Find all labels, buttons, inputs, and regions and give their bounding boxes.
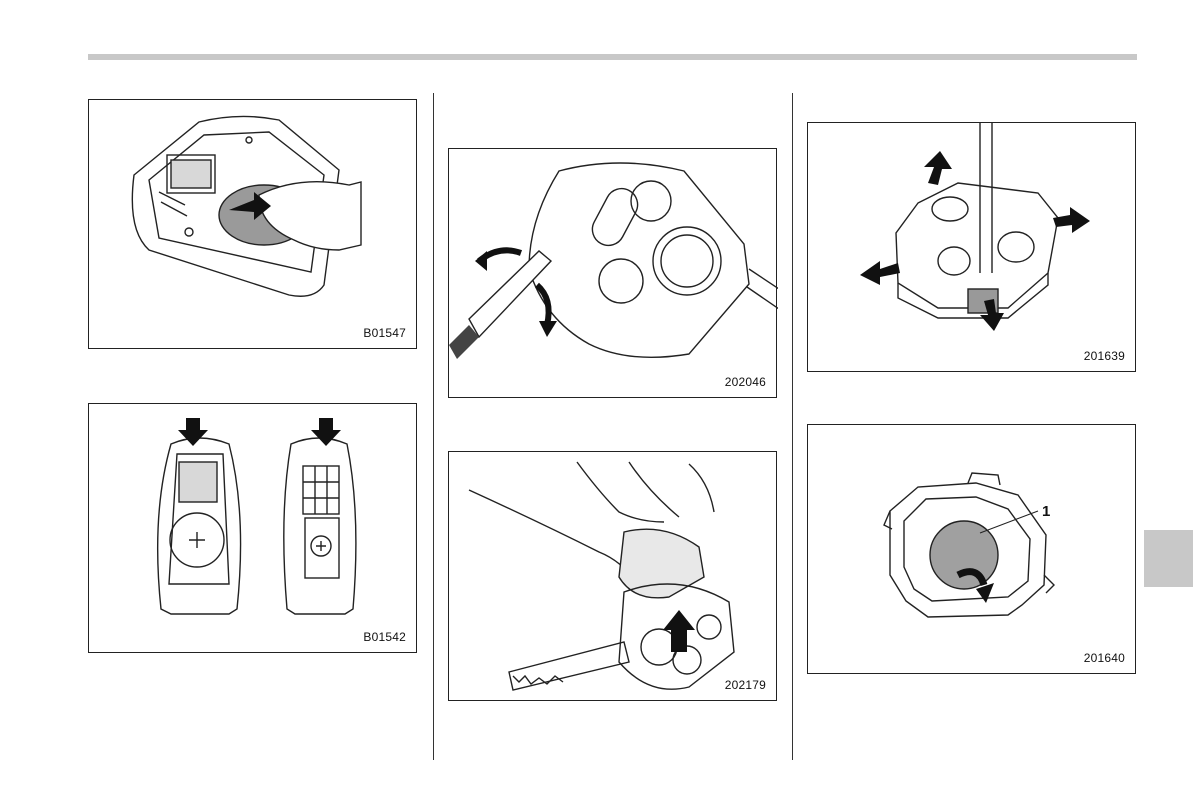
figure-coin-battery-removal: 1 201640 <box>807 424 1136 674</box>
figure-keyless-case-halves: B01542 <box>88 403 417 653</box>
keyless-fob-open-illustration <box>89 100 418 350</box>
figure-button-panel-release: 201639 <box>807 122 1136 372</box>
figure-code: 202179 <box>725 678 766 692</box>
key-head-screwdriver-illustration <box>449 149 778 399</box>
column-divider-left <box>433 93 434 760</box>
key-cover-lift-illustration <box>449 452 778 702</box>
figure-code: B01547 <box>363 326 406 340</box>
figure-code: B01542 <box>363 630 406 644</box>
button-panel-release-illustration <box>808 123 1137 373</box>
figure-code: 202046 <box>725 375 766 389</box>
callout-number: 1 <box>1042 503 1050 520</box>
keyless-case-halves-illustration <box>89 404 418 654</box>
figure-code: 201639 <box>1084 349 1125 363</box>
column-divider-right <box>792 93 793 760</box>
figure-keyless-battery-removal: B01547 <box>88 99 417 349</box>
chapter-tab <box>1144 530 1193 587</box>
coin-battery-holder-illustration <box>808 425 1137 675</box>
figure-code: 201640 <box>1084 651 1125 665</box>
figure-key-cover-pry: 202046 <box>448 148 777 398</box>
header-rule <box>88 54 1137 60</box>
figure-key-cover-lift: 202179 <box>448 451 777 701</box>
